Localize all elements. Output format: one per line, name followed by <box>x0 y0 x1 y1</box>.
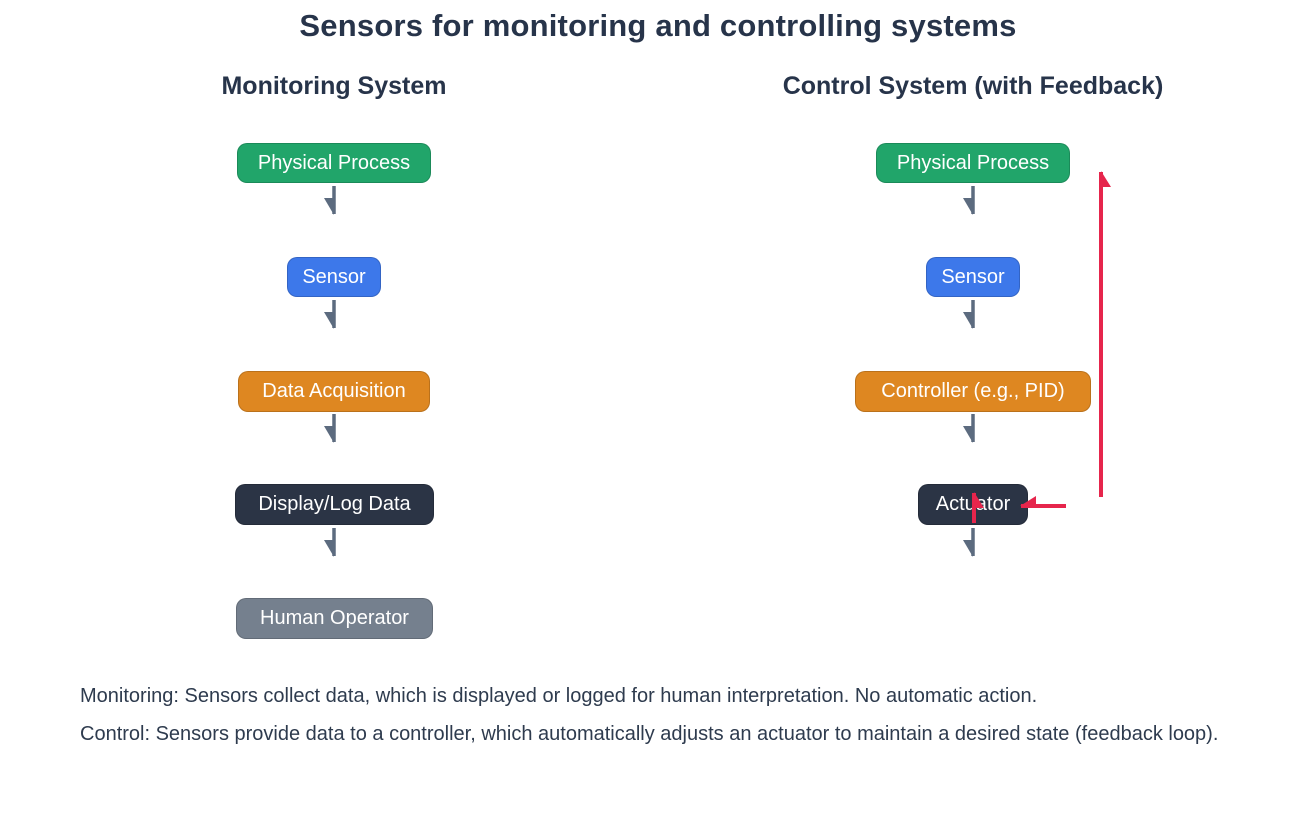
monitoring-column-header: Monitoring System <box>221 72 447 100</box>
node-physical-process-monitoring: Physical Process <box>237 143 431 183</box>
node-physical-process-control: Physical Process <box>876 143 1070 183</box>
node-data-acquisition: Data Acquisition <box>238 371 430 412</box>
node-label: Physical Process <box>896 151 1050 174</box>
page-title: Sensors for monitoring and controlling s… <box>299 8 1017 43</box>
node-label: Actuator <box>935 493 1011 515</box>
node-label: Human Operator <box>260 607 409 629</box>
node-label: Sensor <box>941 265 1005 288</box>
node-display-log-data: Display/Log Data <box>235 484 434 525</box>
control-column-header: Control System (with Feedback) <box>782 72 1164 100</box>
node-label: Sensor <box>302 265 366 288</box>
monitoring-note: Monitoring: Sensors collect data, which … <box>80 685 1038 707</box>
node-label: Display/Log Data <box>258 493 411 515</box>
node-actuator: Actuator <box>918 484 1028 525</box>
node-sensor-monitoring: Sensor <box>287 257 381 297</box>
node-label: Controller (e.g., PID) <box>881 380 1065 402</box>
node-label: Physical Process <box>257 151 411 174</box>
node-controller-pid: Controller (e.g., PID) <box>855 371 1091 412</box>
node-sensor-control: Sensor <box>926 257 1020 297</box>
node-human-operator: Human Operator <box>236 598 433 639</box>
node-label: Data Acquisition <box>262 380 406 402</box>
control-note: Control: Sensors provide data to a contr… <box>80 723 1219 745</box>
